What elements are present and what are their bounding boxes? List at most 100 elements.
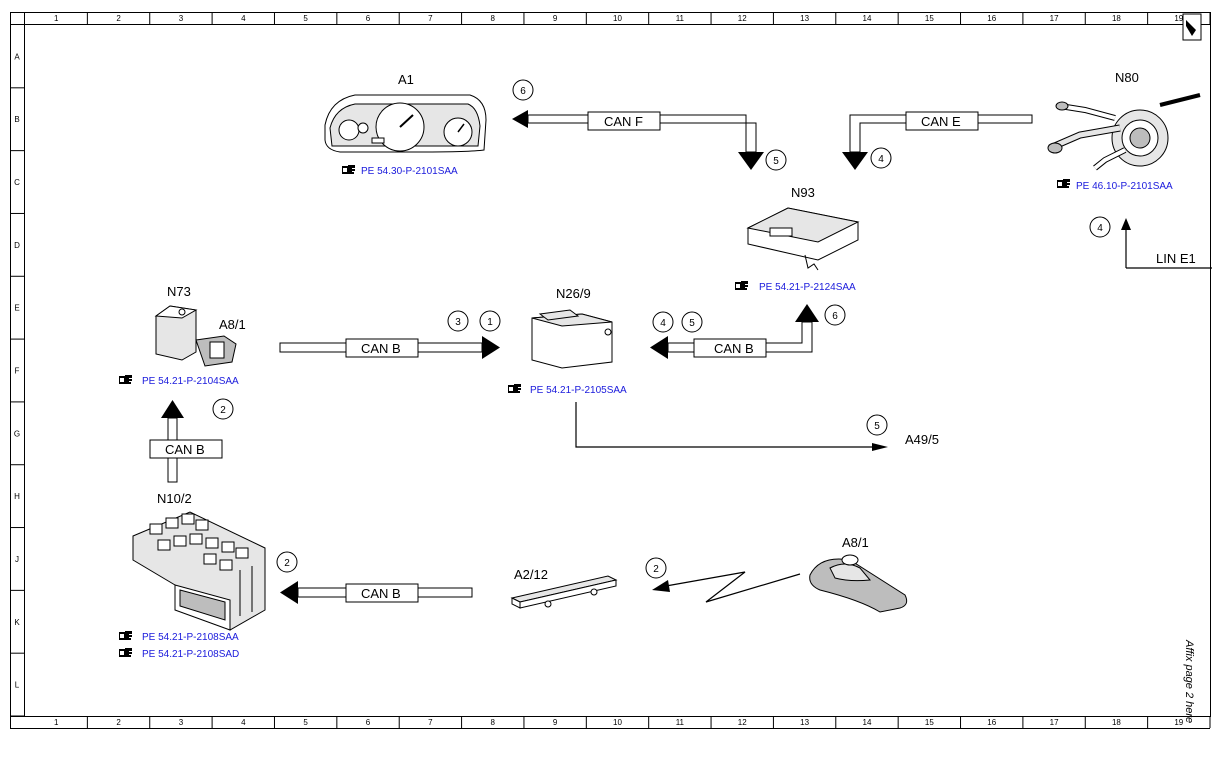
step-5-n93: 5 <box>773 156 779 167</box>
grid-column-11: 11 <box>676 14 685 23</box>
grid-column-8: 8 <box>491 718 496 727</box>
grid-row-K: K <box>14 618 20 627</box>
grid-column-12: 12 <box>738 718 747 727</box>
pointing-hand-icon <box>735 281 749 290</box>
n73-key-label: A8/1 <box>219 317 246 332</box>
grid-column-1: 1 <box>54 14 59 23</box>
lin-e1-label: LIN E1 <box>1156 251 1196 266</box>
can-f-bus <box>512 110 764 170</box>
grid-ruler: 1122334455667788991010111112121313141415… <box>10 12 1211 728</box>
grid-row-B: B <box>14 115 19 124</box>
grid-column-2: 2 <box>116 14 121 23</box>
grid-column-13: 13 <box>800 14 809 23</box>
grid-row-D: D <box>14 241 20 250</box>
can-b-bus-n93 <box>650 304 819 359</box>
step-4-n93: 4 <box>878 154 884 165</box>
can-b-label-vertical: CAN B <box>165 442 205 457</box>
pointing-hand-icon <box>119 631 133 640</box>
drawing-frame <box>10 12 1211 729</box>
grid-column-18: 18 <box>1112 14 1121 23</box>
radio-link <box>652 571 801 603</box>
step-5-n26: 5 <box>689 318 695 329</box>
a2-12-label: A2/12 <box>514 567 548 582</box>
n80-ref-link[interactable]: PE 46.10-P-2101SAA <box>1076 181 1173 192</box>
grid-column-5: 5 <box>303 14 308 23</box>
grid-column-15: 15 <box>925 14 934 23</box>
can-b-bus-bottom <box>280 581 473 604</box>
grid-column-3: 3 <box>179 14 184 23</box>
grid-column-4: 4 <box>241 14 246 23</box>
n73-label: N73 <box>167 284 191 299</box>
n10-2-ref-link-2[interactable]: PE 54.21-P-2108SAD <box>142 649 239 660</box>
pointing-hand-icon <box>342 165 356 174</box>
step-3: 3 <box>455 317 461 328</box>
line-to-a49-5 <box>575 402 888 451</box>
grid-row-A: A <box>14 52 20 61</box>
grid-column-19: 19 <box>1174 14 1183 23</box>
grid-column-17: 17 <box>1050 718 1059 727</box>
grid-column-14: 14 <box>863 718 872 727</box>
pointing-hand-icon <box>119 648 133 657</box>
step-markers <box>212 79 1111 579</box>
n26-9-label: N26/9 <box>556 286 591 301</box>
grid-row-L: L <box>15 681 20 690</box>
lin-e1-line <box>1121 218 1212 269</box>
can-b-label-n73: CAN B <box>361 341 401 356</box>
grid-row-J: J <box>15 555 19 564</box>
can-b-bus-n73 <box>279 336 500 359</box>
grid-column-6: 6 <box>366 14 371 23</box>
electronic-ignition-switch <box>154 305 237 367</box>
step-6-n93-up: 6 <box>832 311 838 322</box>
n80-label: N80 <box>1115 70 1139 85</box>
grid-column-10: 10 <box>613 14 622 23</box>
grid-column-2: 2 <box>116 718 121 727</box>
grid-column-18: 18 <box>1112 718 1121 727</box>
n10-2-label: N10/2 <box>157 491 192 506</box>
grid-column-9: 9 <box>553 14 558 23</box>
n93-ref-link[interactable]: PE 54.21-P-2124SAA <box>759 282 856 293</box>
antenna-strip <box>510 575 618 609</box>
grid-column-7: 7 <box>428 718 433 727</box>
pointing-hand-icon <box>1057 179 1071 188</box>
grid-column-14: 14 <box>863 14 872 23</box>
a49-5-label: A49/5 <box>905 432 939 447</box>
can-f-label: CAN F <box>604 114 643 129</box>
grid-column-4: 4 <box>241 718 246 727</box>
step-2-vertical: 2 <box>220 405 226 416</box>
grid-column-6: 6 <box>366 718 371 727</box>
grid-column-1: 1 <box>54 718 59 727</box>
a8-1-key-label: A8/1 <box>842 535 869 550</box>
n26-9-control-unit <box>531 309 613 369</box>
grid-column-7: 7 <box>428 14 433 23</box>
step-6-can-f: 6 <box>520 86 526 97</box>
page-marker-icon <box>1182 13 1202 41</box>
n73-ref-link[interactable]: PE 54.21-P-2104SAA <box>142 376 239 387</box>
grid-row-E: E <box>14 304 19 313</box>
grid-column-16: 16 <box>987 718 996 727</box>
step-4-n26: 4 <box>660 318 666 329</box>
grid-column-15: 15 <box>925 718 934 727</box>
grid-column-3: 3 <box>179 718 184 727</box>
n10-2-ref-link-1[interactable]: PE 54.21-P-2108SAA <box>142 632 239 643</box>
step-5-a49: 5 <box>874 421 880 432</box>
grid-column-11: 11 <box>676 718 685 727</box>
n26-9-ref-link[interactable]: PE 54.21-P-2105SAA <box>530 385 627 396</box>
steering-column-module <box>1047 93 1201 171</box>
affix-note-text: Affix page 2 here <box>1183 639 1195 723</box>
can-b-label-n93: CAN B <box>714 341 754 356</box>
central-gateway-module <box>746 207 860 271</box>
transmitter-key <box>809 554 908 613</box>
n93-label: N93 <box>791 185 815 200</box>
grid-row-G: G <box>14 429 20 438</box>
pointing-hand-icon <box>508 384 522 393</box>
a1-label: A1 <box>398 72 414 87</box>
grid-column-16: 16 <box>987 14 996 23</box>
sam-fuse-relay-module <box>132 511 266 631</box>
can-b-bus-vertical <box>149 400 223 483</box>
grid-column-5: 5 <box>303 718 308 727</box>
can-e-bus <box>842 111 1033 170</box>
step-2-radio: 2 <box>653 564 659 575</box>
a1-ref-link[interactable]: PE 54.30-P-2101SAA <box>361 166 458 177</box>
can-b-label-bottom: CAN B <box>361 586 401 601</box>
